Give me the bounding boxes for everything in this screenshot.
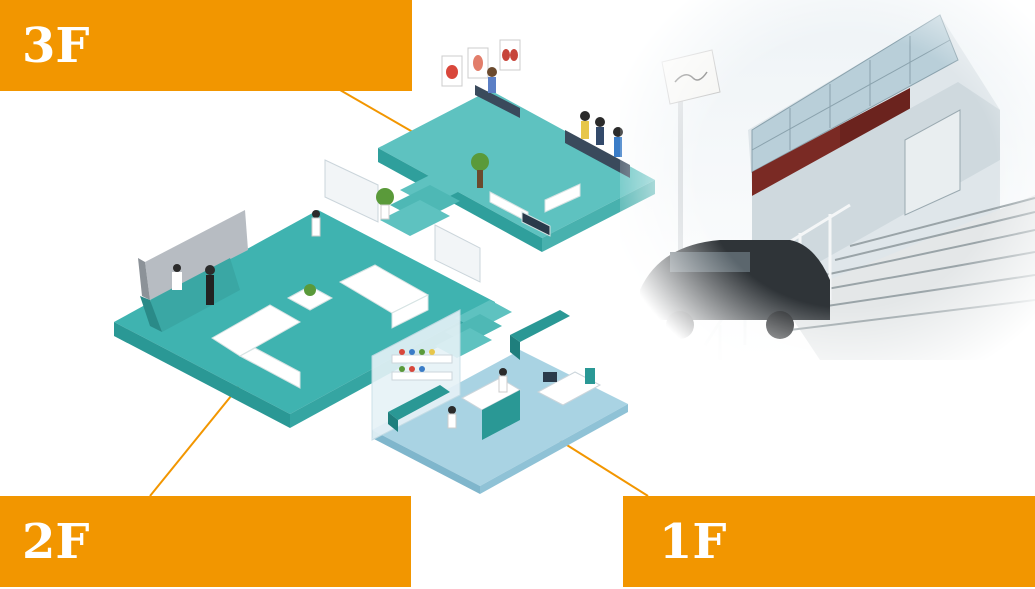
pharmacist-figure [447, 368, 508, 429]
floor-1f-plan [371, 309, 628, 494]
lounge-sofas [211, 264, 430, 389]
pharmacy-shelves [391, 349, 453, 381]
floor-label-2f: 2F [0, 496, 411, 587]
filing-cabinets [138, 210, 248, 300]
back-cabinet [510, 310, 570, 360]
exterior-stairs [780, 195, 1035, 360]
plant-icon [304, 284, 316, 296]
reception-desk [140, 258, 240, 332]
plant-icon [471, 153, 489, 188]
pharmacy-counter [388, 385, 450, 432]
parked-car [640, 240, 830, 339]
lounge-sofas [489, 183, 581, 237]
plant-icon [376, 188, 394, 220]
floor-label-3f-text: 3F [22, 17, 90, 74]
floor-label-1f: 1F [623, 496, 1035, 587]
clinic-building-photo [620, 0, 1035, 380]
leader-line-2f [149, 384, 241, 497]
display-shelves [324, 159, 481, 283]
leader-line-3f [339, 89, 419, 136]
floor-label-3f: 3F [0, 0, 412, 91]
waiting-chairs [475, 85, 630, 178]
medical-wall-charts [441, 39, 521, 87]
floor-label-2f-text: 2F [22, 513, 90, 570]
building-window-grid [751, 36, 951, 151]
floor-label-1f-text: 1F [659, 513, 727, 570]
stairs-3f-2f [380, 170, 470, 236]
sign-logo [661, 49, 721, 105]
nurse-figure [311, 210, 321, 237]
office-desk [536, 368, 602, 406]
